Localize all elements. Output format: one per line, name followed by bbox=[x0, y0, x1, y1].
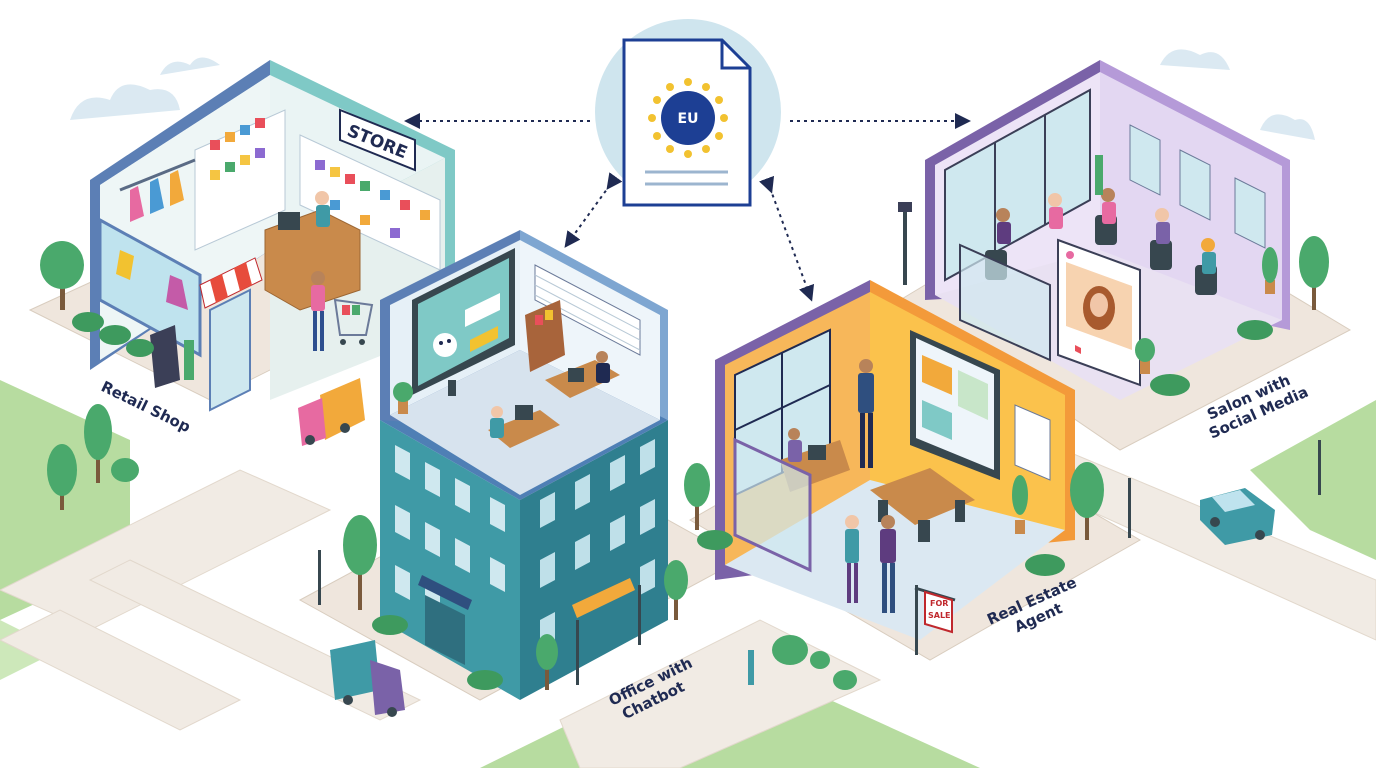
trees-salon bbox=[898, 155, 1329, 495]
eu-badge-text: EU bbox=[678, 111, 699, 127]
property-listing-screen bbox=[910, 330, 1000, 480]
label-retail-shop: Retail Shop bbox=[98, 377, 193, 436]
office-building bbox=[380, 230, 668, 700]
trees-retail bbox=[40, 241, 154, 510]
trees-real-estate bbox=[684, 462, 1131, 690]
store-awning bbox=[199, 257, 263, 309]
delivery-truck-orange bbox=[298, 378, 365, 446]
clouds bbox=[70, 49, 1315, 140]
arrow-to-office bbox=[564, 172, 623, 248]
trees-office bbox=[318, 515, 688, 690]
delivery-van-purple bbox=[330, 640, 405, 717]
for-sale-line2: SALE bbox=[928, 611, 951, 620]
parked-car bbox=[1200, 488, 1275, 545]
eu-regulation-document: EU bbox=[595, 19, 781, 207]
connector-arrows bbox=[404, 113, 971, 302]
shelf-products bbox=[210, 118, 430, 238]
eu-flag-emblem: EU bbox=[648, 78, 728, 158]
chatbot-monitor bbox=[412, 248, 515, 396]
arrow-to-real-estate bbox=[759, 175, 815, 302]
for-sale-sign: FOR SALE bbox=[914, 585, 956, 655]
salon-mirrors bbox=[1129, 124, 1266, 249]
for-sale-line1: FOR bbox=[930, 599, 948, 608]
clothes-rack bbox=[119, 158, 196, 222]
salon-building bbox=[925, 60, 1290, 400]
social-media-post bbox=[1057, 238, 1141, 387]
